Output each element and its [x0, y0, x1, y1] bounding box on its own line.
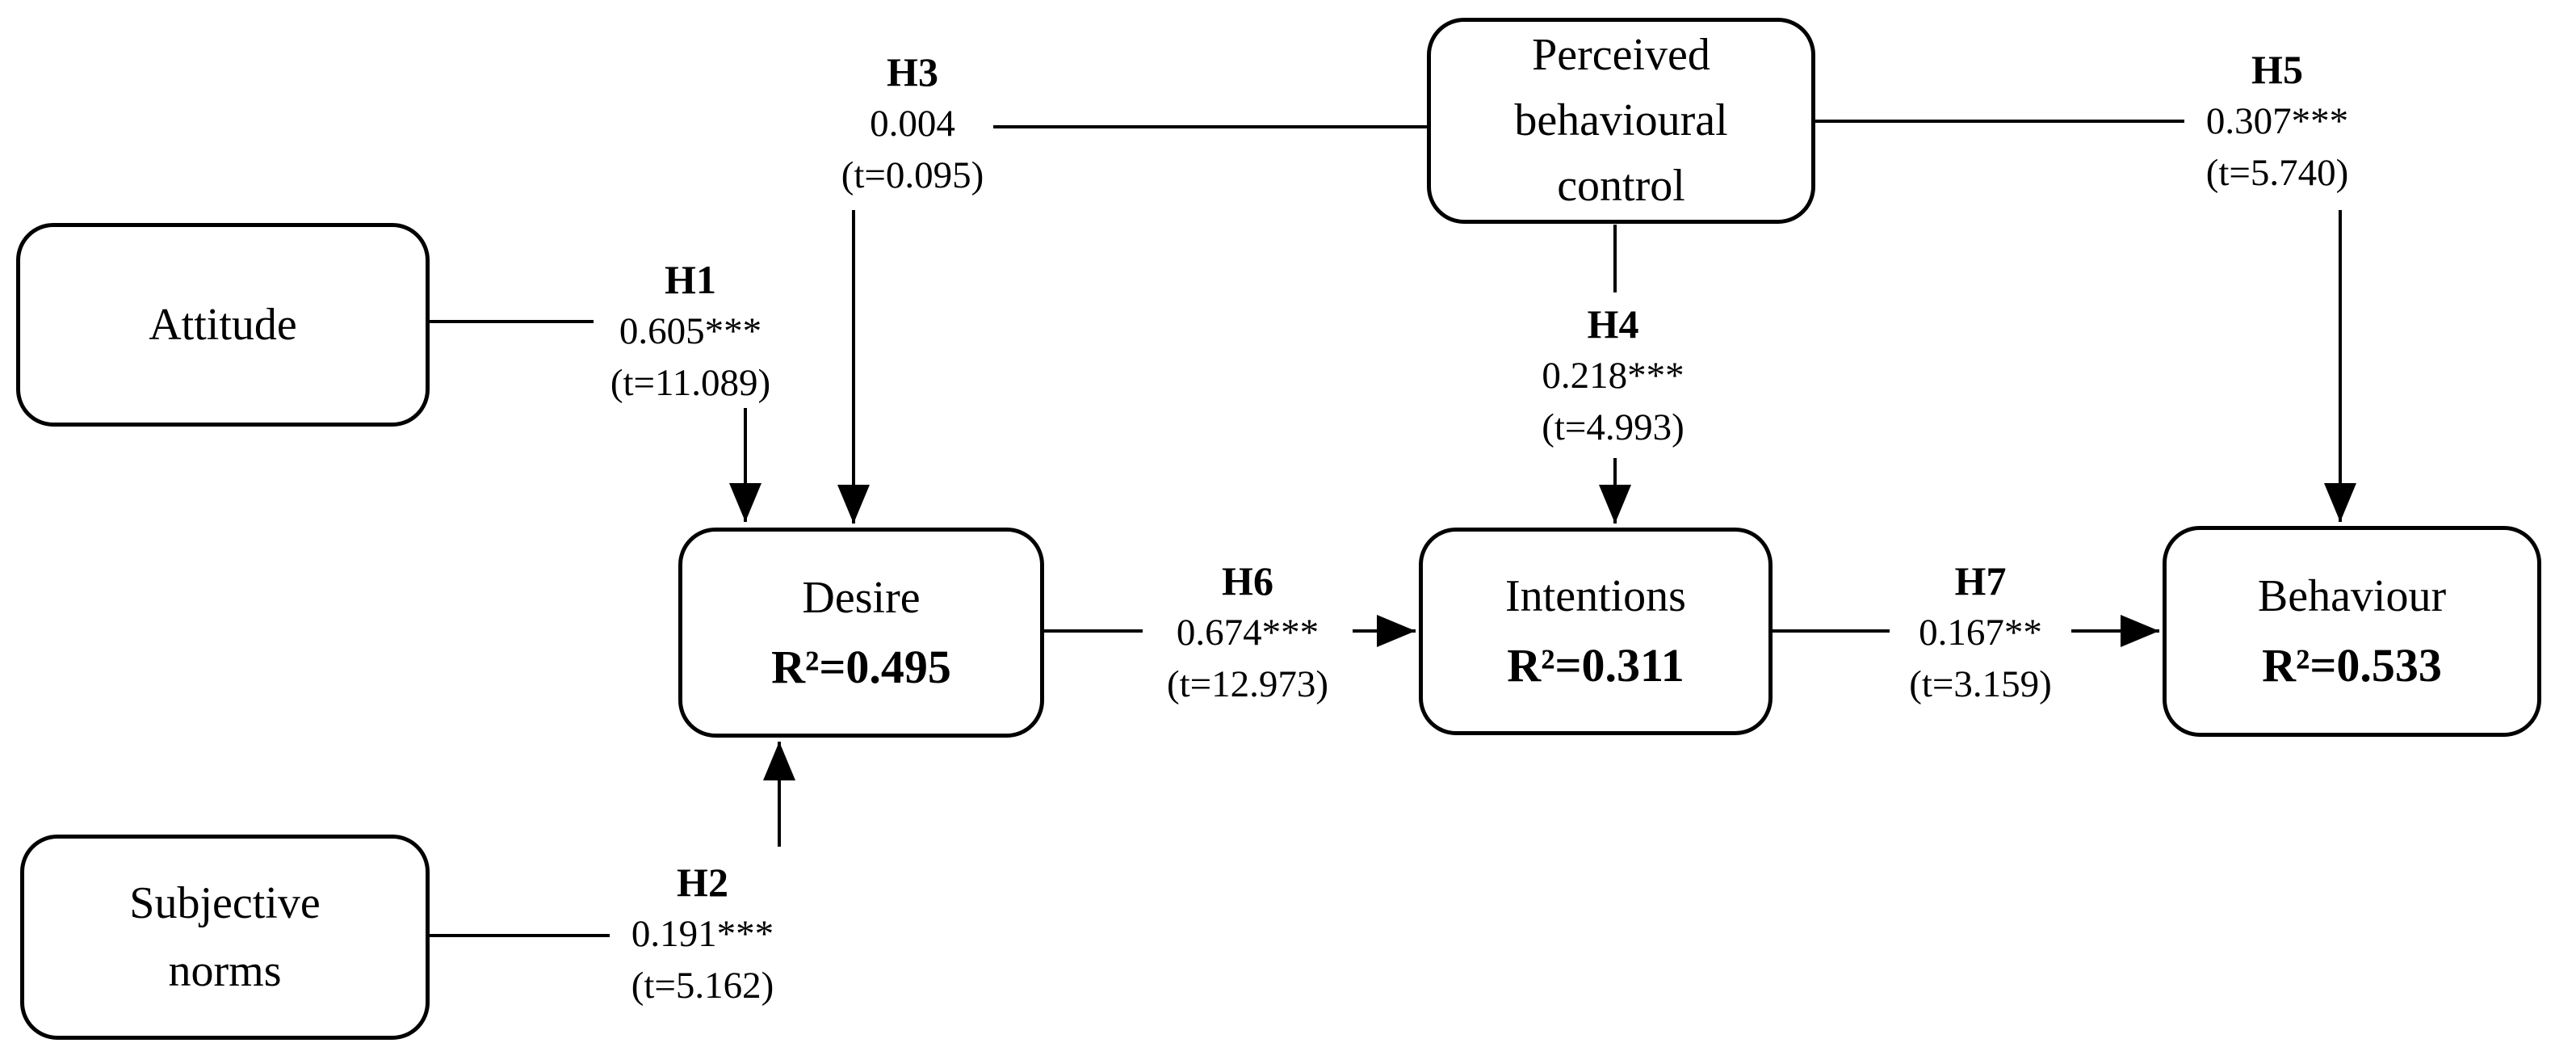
node-intentions: Intentions R²=0.311 [1419, 528, 1773, 735]
coefficient-value: 0.167** [1919, 611, 2042, 654]
r-squared-value: R²=0.533 [2262, 639, 2442, 692]
node-label: Intentions [1505, 571, 1686, 621]
t-value: (t=11.089) [610, 362, 771, 404]
path-label-h2: H2 0.191*** (t=5.162) [610, 847, 795, 1020]
node-behaviour: Behaviour R²=0.533 [2163, 526, 2541, 737]
node-label: Subjective norms [129, 878, 321, 996]
coefficient-value: 0.004 [870, 102, 955, 145]
t-value: (t=12.973) [1166, 662, 1329, 705]
path-label-h5: H5 0.307*** (t=5.740) [2184, 32, 2370, 210]
coefficient-value: 0.191*** [631, 912, 774, 955]
hypothesis-label: H3 [887, 48, 938, 95]
hypothesis-label: H6 [1222, 557, 1273, 603]
hypothesis-label: H1 [665, 257, 716, 302]
coefficient-value: 0.674*** [1176, 611, 1319, 654]
t-value: (t=5.162) [631, 964, 774, 1007]
coefficient-value: 0.605*** [619, 310, 762, 352]
hypothesis-label: H5 [2251, 47, 2303, 92]
t-value: (t=3.159) [1909, 662, 2052, 705]
path-label-h6: H6 0.674*** (t=12.973) [1143, 549, 1353, 715]
t-value: (t=4.993) [1542, 406, 1684, 448]
path-label-h4: H4 0.218*** (t=4.993) [1518, 292, 1708, 458]
path-label-h3: H3 0.004 (t=0.095) [832, 36, 993, 210]
node-label: Behaviour [2257, 571, 2447, 621]
t-value: (t=5.740) [2205, 152, 2349, 194]
node-subjective-norms: Subjective norms [20, 835, 430, 1040]
node-perceived-behavioural-control: Perceived behavioural control [1427, 18, 1815, 224]
t-value: (t=0.095) [841, 154, 984, 196]
node-desire: Desire R²=0.495 [678, 528, 1044, 738]
path-label-h1: H1 0.605*** (t=11.089) [594, 254, 787, 408]
hypothesis-label: H7 [1954, 557, 2007, 603]
coefficient-value: 0.218*** [1542, 354, 1684, 397]
hypothesis-label: H2 [677, 859, 728, 905]
r-squared-value: R²=0.495 [771, 640, 951, 693]
coefficient-value: 0.307*** [2205, 100, 2349, 142]
node-label: Desire [802, 572, 921, 623]
path-label-h7: H7 0.167** (t=3.159) [1890, 549, 2071, 715]
node-label: Attitude [149, 300, 297, 350]
hypothesis-label: H4 [1587, 301, 1639, 347]
node-label: Perceived behavioural control [1514, 29, 1728, 212]
node-attitude: Attitude [16, 223, 430, 427]
r-squared-value: R²=0.311 [1507, 639, 1684, 692]
